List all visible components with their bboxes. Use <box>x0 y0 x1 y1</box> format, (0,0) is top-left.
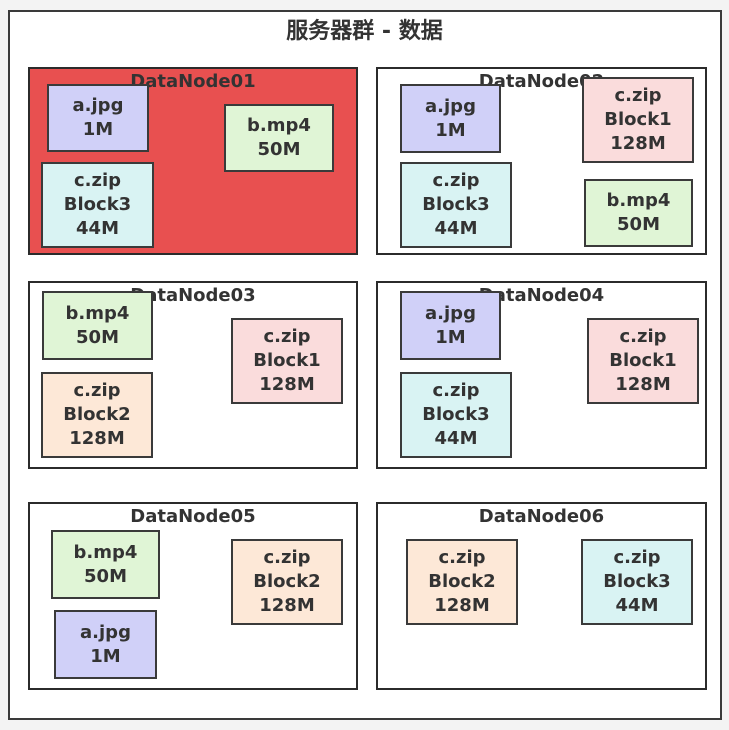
cluster-title: 服务器群 - 数据 <box>286 19 443 44</box>
datanode-title: DataNode02 <box>478 71 605 92</box>
file-block-label: c.zip <box>432 380 480 401</box>
file-block-label: 128M <box>434 595 490 616</box>
file-block-label: b.mp4 <box>65 302 130 324</box>
file-block-label: c.zip <box>263 326 311 347</box>
file-block-label: c.zip <box>432 170 480 191</box>
file-block-label: 44M <box>434 218 478 239</box>
file-block-label: 44M <box>434 428 478 449</box>
file-block-label: a.jpg <box>425 302 476 324</box>
file-block-label: Block1 <box>604 109 672 130</box>
file-block-label: 128M <box>615 374 671 395</box>
file-block-label: 50M <box>617 214 660 235</box>
file-block-label: a.jpg <box>72 95 124 116</box>
file-block-label: 44M <box>615 595 659 616</box>
file-block-label: 128M <box>69 428 125 449</box>
file-block-jpg: a.jpg 1M <box>47 84 149 152</box>
file-block-label: Block3 <box>422 194 490 215</box>
file-block-label: Block3 <box>603 571 671 592</box>
file-block-label: 128M <box>259 595 315 616</box>
file-block-label: a.jpg <box>80 621 131 643</box>
file-block-label: 50M <box>84 565 127 587</box>
file-block-label: 1M <box>82 119 114 140</box>
datanode-title: DataNode05 <box>130 506 256 527</box>
file-block-mp4: b.mp4 50M <box>224 104 334 172</box>
file-block-label: Block1 <box>609 350 677 371</box>
file-block-label: c.zip <box>438 547 486 568</box>
file-block-label: 128M <box>610 133 666 154</box>
file-block-label: 50M <box>76 326 119 348</box>
file-block-label: Block3 <box>422 404 490 425</box>
datanode-title: DataNode04 <box>478 285 605 306</box>
file-block-label: c.zip <box>614 85 662 106</box>
file-block-label: b.mp4 <box>606 190 671 211</box>
file-block-label: 50M <box>257 139 301 160</box>
file-block-label: b.mp4 <box>247 115 311 136</box>
file-block-label: c.zip <box>73 170 122 191</box>
file-block-label: Block2 <box>428 571 496 592</box>
file-block-label: a.jpg <box>425 95 476 117</box>
file-block-label: Block1 <box>253 350 321 371</box>
file-block-label: Block3 <box>63 194 132 215</box>
file-block-mp4: b.mp4 50M <box>584 179 693 247</box>
file-block-label: 1M <box>435 119 466 141</box>
datanode-title: DataNode03 <box>130 285 256 306</box>
file-block-label: 44M <box>76 218 119 239</box>
file-block-label: 128M <box>259 374 315 395</box>
file-block-label: Block2 <box>253 571 321 592</box>
file-block-label: c.zip <box>613 547 661 568</box>
file-block-label: b.mp4 <box>73 541 138 563</box>
file-block-label: c.zip <box>619 326 667 347</box>
file-block-label: c.zip <box>73 380 121 401</box>
file-block-label: c.zip <box>263 547 311 568</box>
datanode-title: DataNode06 <box>478 506 605 527</box>
datanode-title: DataNode01 <box>130 71 256 92</box>
file-block-label: 1M <box>435 326 466 348</box>
file-block-label: 1M <box>90 645 121 667</box>
file-block-label: Block2 <box>63 404 131 425</box>
